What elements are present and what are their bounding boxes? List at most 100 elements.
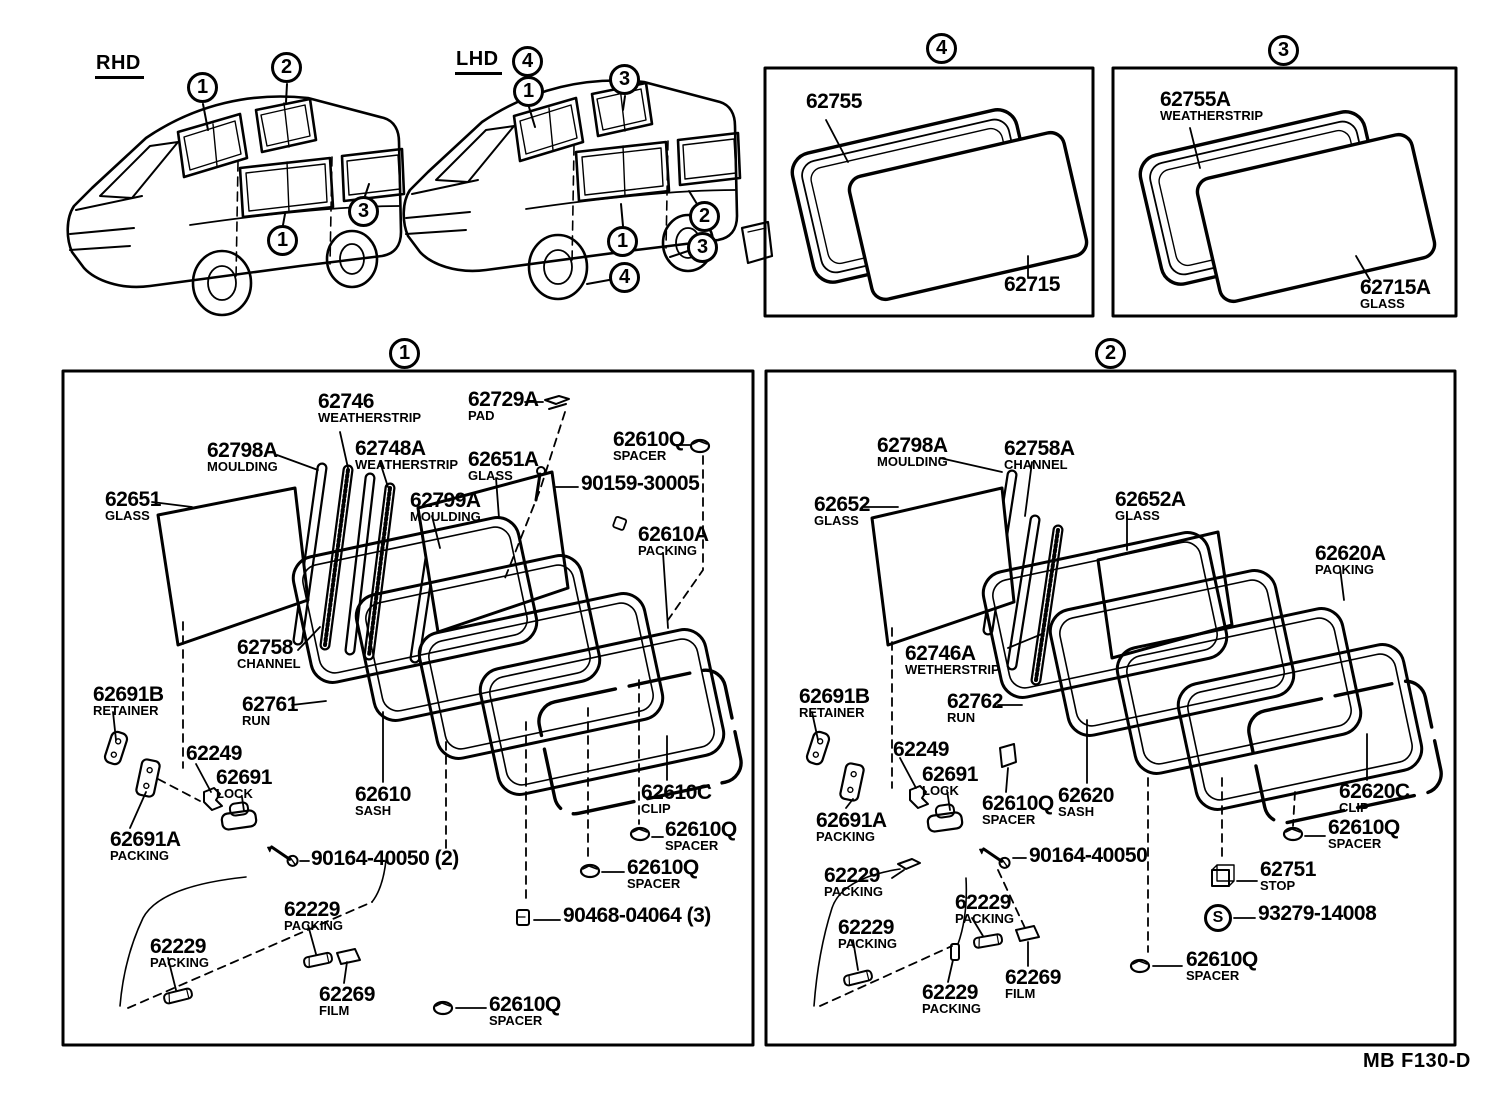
- panel3-drawing: [1138, 110, 1437, 304]
- part-label: 90164-40050: [1029, 844, 1148, 867]
- spacer-wedge-icon: [999, 743, 1017, 768]
- panel1-drawing: [103, 395, 743, 1016]
- part-label: 62249: [893, 738, 949, 761]
- part-label: 62755: [806, 90, 862, 113]
- stop-cube-icon: [1211, 864, 1235, 887]
- callout-circle: 3: [687, 232, 718, 263]
- panel2-header-num: 2: [1095, 338, 1126, 369]
- packing-wedge-icon: [897, 858, 921, 870]
- pad-icon: [544, 395, 570, 405]
- frame-packing-62610A: [417, 592, 665, 760]
- callout-circle: 2: [271, 52, 302, 83]
- screw-90159-icon: [534, 472, 542, 502]
- frame-sash-62620: [1048, 569, 1296, 737]
- callout-circle: 2: [689, 201, 720, 232]
- callout-circle: 4: [609, 262, 640, 293]
- glass-62652A: [1096, 530, 1234, 660]
- panel1-box: [61, 369, 755, 1047]
- callout-circle: 1: [607, 226, 638, 257]
- part-label: 93279-14008: [1258, 902, 1377, 925]
- lock-bracket-icon: [909, 785, 929, 809]
- panel4-drawing: [790, 108, 1089, 302]
- retainer-icon: [805, 730, 831, 766]
- clip-ring-62610C: [537, 668, 743, 816]
- panel3-box: [1111, 66, 1458, 318]
- part-label: 62249: [186, 742, 242, 765]
- packing-plate-icon: [135, 758, 161, 798]
- part-label: 90468-04064 (3): [563, 904, 711, 927]
- panel3-header-num: 3: [1268, 35, 1299, 66]
- clip-ring-62620C: [1247, 679, 1443, 825]
- s-symbol-badge: S: [1204, 904, 1232, 932]
- frame-run: [291, 516, 539, 684]
- frame-4: [1176, 643, 1424, 811]
- lock-body-icon: [926, 803, 964, 833]
- van-rhd: [66, 83, 406, 317]
- callout-circle: 1: [267, 225, 298, 256]
- part-label: 62715: [1004, 273, 1060, 296]
- callout-circle: 1: [513, 76, 544, 107]
- panel2-box: [764, 369, 1457, 1047]
- rhd-label: RHD: [95, 52, 144, 79]
- part-label: 90159-30005: [581, 472, 700, 495]
- panel4-header-num: 4: [926, 33, 957, 64]
- retainer-icon: [103, 730, 129, 766]
- panel1-header-num: 1: [389, 338, 420, 369]
- part-label: 90164-40050 (2): [311, 847, 459, 870]
- lock-body-icon: [220, 801, 258, 831]
- glass-62652: [870, 486, 1016, 647]
- packing-pin-icon: [950, 943, 960, 961]
- frame-4: [478, 628, 726, 796]
- callout-circle: 1: [187, 72, 218, 103]
- panel2-drawing: [805, 457, 1443, 1007]
- packing-plate-icon: [839, 762, 865, 802]
- callout-circle: 4: [512, 46, 543, 77]
- callout-circle: 3: [348, 196, 379, 227]
- glass-62651: [156, 486, 310, 647]
- callout-circle: 3: [609, 64, 640, 95]
- lhd-label: LHD: [455, 48, 502, 75]
